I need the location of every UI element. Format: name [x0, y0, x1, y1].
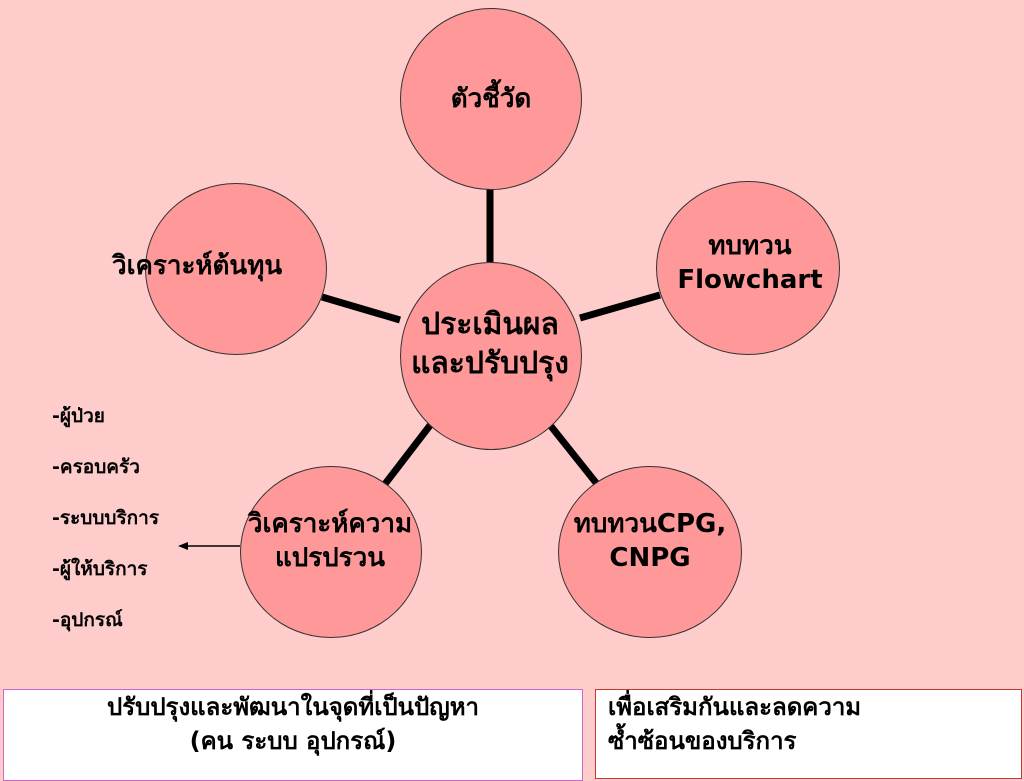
factor-list: -ผู้ป่วย -ครอบครัว -ระบบบริการ -ผู้ให้บร…	[52, 402, 159, 657]
factors-arrowhead-icon	[178, 542, 188, 550]
connector-bottom-left	[382, 412, 441, 487]
node-review-flowchart-label: ทบทวน Flowchart	[677, 231, 823, 295]
node-review-flowchart	[656, 181, 840, 355]
node-indicators: ตัวชี้วัด	[400, 8, 582, 190]
node-evaluate-improve	[400, 262, 582, 450]
factor-item-service-system: -ระบบบริการ	[52, 507, 160, 529]
improvement-note-box: ปรับปรุงและพัฒนาในจุดที่เป็นปัญหา (คน ระ…	[3, 689, 583, 781]
improvement-note-text: ปรับปรุงและพัฒนาในจุดที่เป็นปัญหา (คน ระ…	[106, 693, 480, 755]
node-review-cpg	[558, 466, 742, 638]
factor-item-family: -ครอบครัว	[52, 456, 140, 478]
connector-right	[579, 291, 661, 322]
factor-item-equipment: -อุปกรณ์	[52, 609, 123, 631]
factor-item-patient: -ผู้ป่วย	[52, 405, 105, 427]
node-evaluate-improve-label: ประเมินผล และปรับปรุง	[411, 307, 569, 381]
node-cost-analysis	[145, 183, 327, 355]
node-indicators-label: ตัวชี้วัด	[450, 83, 532, 114]
purpose-note-box: เพื่อเสริมกันและลดความ ซ้ำซ้อนของบริการ	[595, 689, 1022, 779]
node-variance-analysis	[240, 466, 422, 638]
node-cost-analysis-label: วิเคราะห์ต้นทุน	[112, 251, 283, 281]
connector-left	[321, 293, 401, 324]
factor-item-provider: -ผู้ให้บริการ	[52, 558, 148, 580]
purpose-note-text: เพื่อเสริมกันและลดความ ซ้ำซ้อนของบริการ	[608, 693, 862, 755]
node-review-cpg-label: ทบทวนCPG, CNPG	[573, 509, 727, 573]
node-variance-analysis-label: วิเคราะห์ความ แปรปรวน	[247, 509, 413, 573]
